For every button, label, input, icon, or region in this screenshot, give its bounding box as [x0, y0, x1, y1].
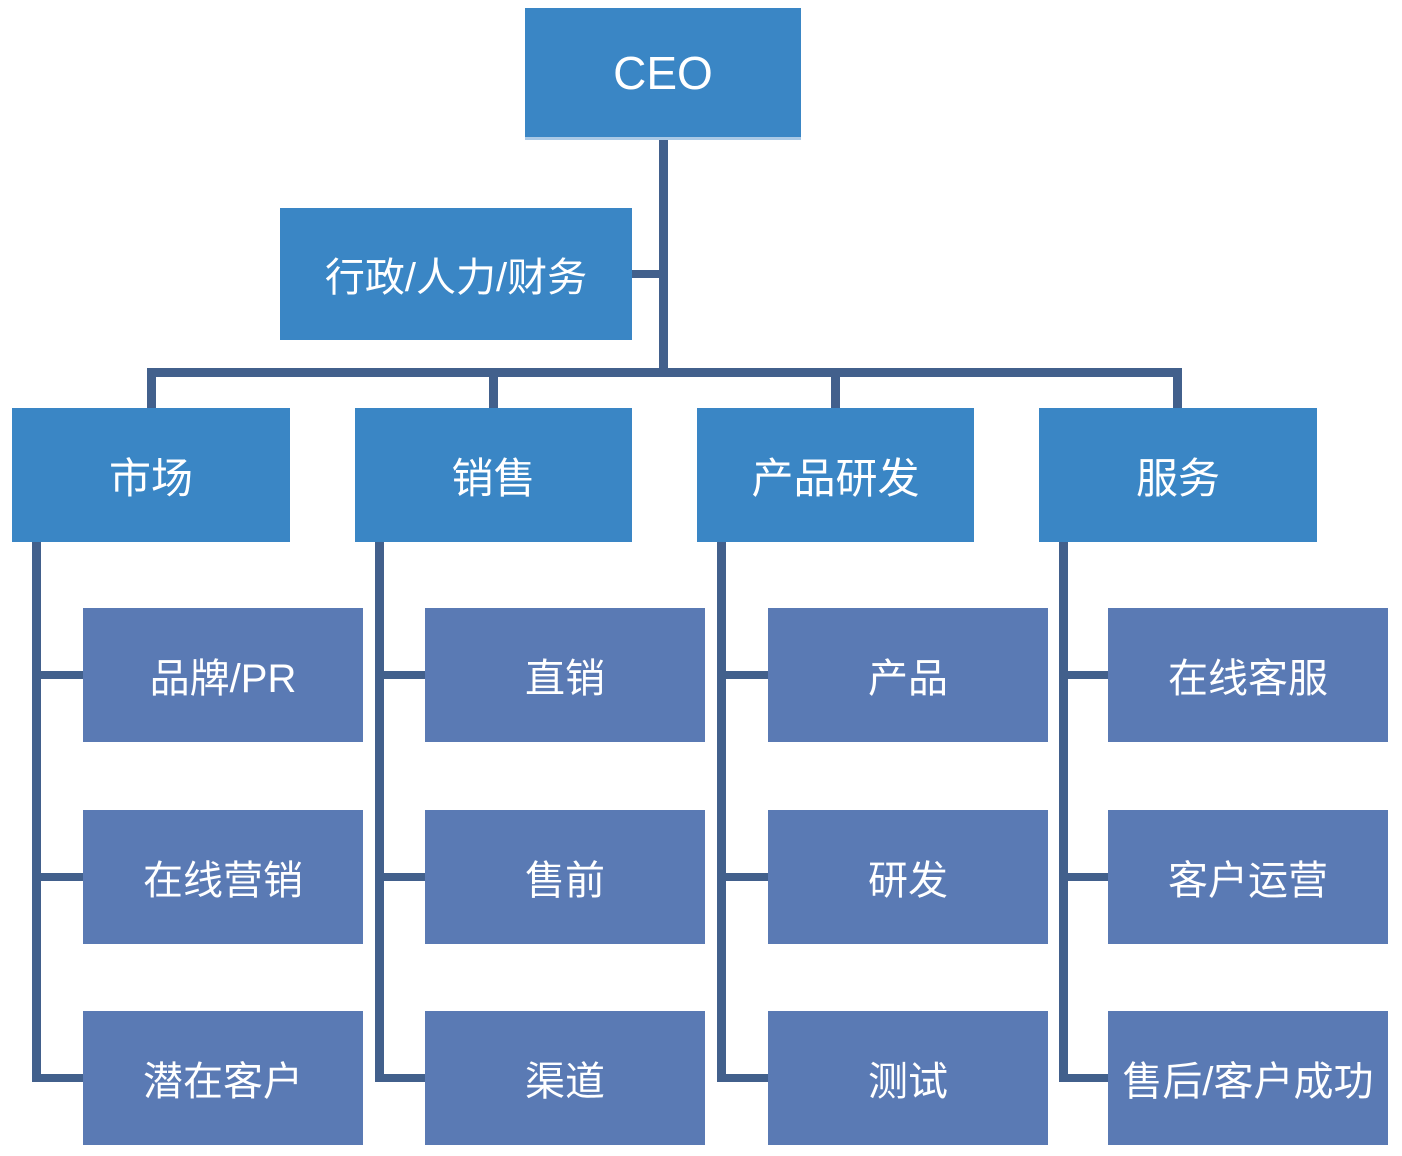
connector-assistant-stub	[628, 270, 664, 278]
connector-drop-sales	[489, 368, 498, 408]
node-online-marketing: 在线营销	[83, 810, 363, 944]
node-after-sales-success: 售后/客户成功	[1108, 1011, 1388, 1145]
connector-trunk-product-rd	[717, 542, 726, 1082]
connector-stub-online-marketing	[32, 873, 83, 881]
connector-drop-service	[1173, 368, 1182, 408]
connector-stub-leads	[32, 1074, 83, 1082]
node-admin-hr-finance: 行政/人力/财务	[280, 208, 632, 340]
node-dept-service: 服务	[1039, 408, 1317, 542]
connector-trunk-sales	[375, 542, 384, 1082]
connector-stub-online-support	[1059, 671, 1108, 679]
node-brand-pr: 品牌/PR	[83, 608, 363, 742]
node-dept-marketing: 市场	[12, 408, 290, 542]
node-channel: 渠道	[425, 1011, 705, 1145]
node-pre-sales: 售前	[425, 810, 705, 944]
connector-drop-product-rd	[831, 368, 840, 408]
node-customer-ops: 客户运营	[1108, 810, 1388, 944]
node-leads: 潜在客户	[83, 1011, 363, 1145]
connector-stub-after-sales	[1059, 1074, 1108, 1082]
node-online-support: 在线客服	[1108, 608, 1388, 742]
connector-stub-rd	[717, 873, 768, 881]
connector-stub-customer-ops	[1059, 873, 1108, 881]
node-rd: 研发	[768, 810, 1048, 944]
connector-stub-product	[717, 671, 768, 679]
connector-bus	[147, 368, 1182, 377]
node-ceo: CEO	[525, 8, 801, 140]
connector-stub-brand-pr	[32, 671, 83, 679]
node-dept-product-rd: 产品研发	[697, 408, 974, 542]
connector-stub-channel	[375, 1074, 425, 1082]
node-product: 产品	[768, 608, 1048, 742]
connector-ceo-trunk	[659, 140, 668, 377]
connector-drop-marketing	[147, 368, 156, 408]
connector-trunk-service	[1059, 542, 1068, 1082]
node-dept-sales: 销售	[355, 408, 632, 542]
connector-stub-testing	[717, 1074, 768, 1082]
connector-trunk-marketing	[32, 542, 41, 1082]
connector-stub-direct-sales	[375, 671, 425, 679]
node-testing: 测试	[768, 1011, 1048, 1145]
node-direct-sales: 直销	[425, 608, 705, 742]
connector-stub-pre-sales	[375, 873, 425, 881]
